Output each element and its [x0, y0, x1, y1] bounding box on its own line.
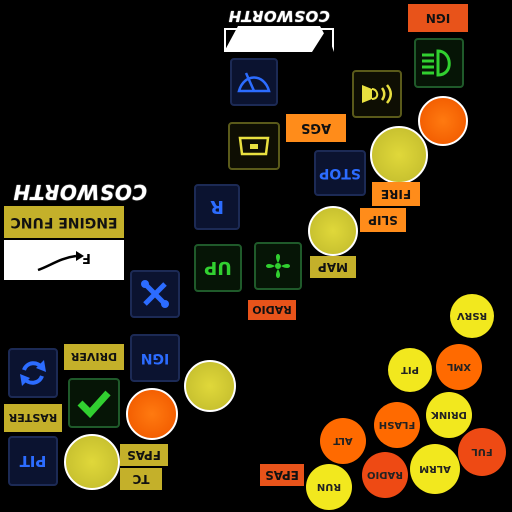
fan-icon [266, 254, 290, 278]
cosworth-logo-left: COSWORTH [12, 180, 148, 204]
pit-small-button[interactable]: PIT [388, 348, 432, 392]
stop-tile[interactable]: STOP [314, 150, 366, 196]
flash-button[interactable]: FLASH [374, 402, 420, 448]
pit-small-label: PIT [401, 364, 419, 376]
radio-button-label: RADIO [367, 469, 403, 481]
run-button[interactable]: RUN [306, 464, 352, 510]
map-label: MAP [310, 256, 356, 278]
ags-label: AGS [286, 114, 346, 142]
orange-indicator-mid [126, 388, 178, 440]
gear-indicator: F [82, 250, 91, 265]
ign-top-label: IGN [408, 4, 468, 32]
pit-tile-label: PIT [19, 452, 47, 470]
slip-label: SLIP [360, 208, 406, 232]
ful-label: FUL [471, 446, 493, 458]
alrm-button[interactable]: ALRM [410, 444, 460, 494]
flash-label: FLASH [378, 419, 416, 431]
radio-label: RADIO [248, 300, 296, 320]
stop-label: STOP [319, 165, 361, 181]
horn-icon [362, 84, 392, 104]
alrm-label: ALRM [419, 463, 451, 475]
rsrv-label: RSRV [456, 310, 488, 322]
engine-func-display: F [4, 240, 124, 280]
refresh-icon [20, 360, 46, 386]
rear-defog-tile[interactable] [228, 122, 280, 170]
run-label: RUN [316, 481, 342, 493]
gear-arrow-icon [37, 251, 84, 272]
pit-tile[interactable]: PIT [8, 436, 58, 486]
cosworth-logo-top: COSWORTH [224, 4, 334, 52]
headlight-icon [422, 49, 451, 77]
check-icon [77, 390, 111, 419]
ign-tile-label: IGN [140, 350, 170, 366]
epas-label: EPAS [260, 464, 304, 486]
tools-icon [141, 280, 169, 308]
yellow-indicator-mid-left [184, 360, 236, 412]
logo-wedge-icon [224, 26, 334, 52]
wiper-icon [237, 72, 271, 93]
cosworth-logo-text: COSWORTH [228, 7, 330, 25]
reverse-tile[interactable]: R [194, 184, 240, 230]
driver-label: DRIVER [64, 344, 124, 370]
tc-label: TC [120, 468, 162, 490]
orange-indicator-top [418, 96, 468, 146]
radio-button[interactable]: RADIO [362, 452, 408, 498]
upshift-tile[interactable]: UP [194, 244, 242, 292]
fpas-label: FPAS [120, 444, 168, 466]
ful-button[interactable]: FUL [458, 428, 506, 476]
ign-tile[interactable]: IGN [130, 334, 180, 382]
check-tile[interactable] [68, 378, 120, 428]
xml-button[interactable]: XML [436, 344, 482, 390]
rsrv-button[interactable]: RSRV [450, 294, 494, 338]
drink-label: DRINK [431, 409, 467, 421]
alt-label: ALT [333, 435, 353, 447]
fan-tile[interactable] [254, 242, 302, 290]
yellow-indicator-top [370, 126, 428, 184]
alt-button[interactable]: ALT [320, 418, 366, 464]
drink-button[interactable]: DRINK [426, 392, 472, 438]
upshift-label: UP [204, 257, 232, 279]
wiper-tile[interactable] [230, 58, 278, 106]
yellow-indicator-bottom [64, 434, 120, 490]
refresh-tile[interactable] [8, 348, 58, 398]
reverse-label: R [210, 196, 224, 218]
fire-label: FIRE [372, 182, 420, 206]
raster-label: RASTER [4, 404, 62, 432]
yellow-indicator-mid [308, 206, 358, 256]
rear-defog-icon [238, 136, 270, 156]
horn-tile[interactable] [352, 70, 402, 118]
engine-func-label: ENGINE FUNC [4, 206, 124, 238]
tools-tile[interactable] [130, 270, 180, 318]
headlight-tile[interactable] [414, 38, 464, 88]
xml-label: XML [446, 361, 472, 373]
